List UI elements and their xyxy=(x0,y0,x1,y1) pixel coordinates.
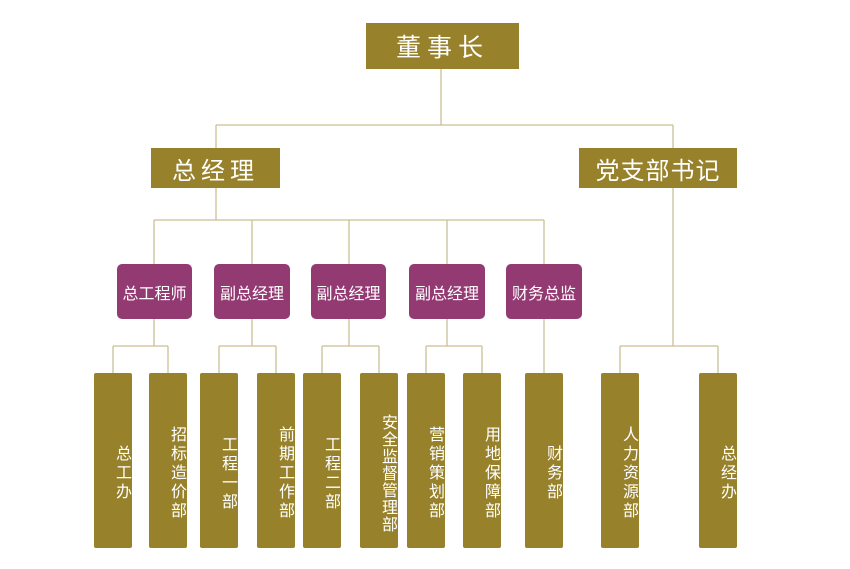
department-box: 人力资源部 xyxy=(601,373,639,548)
department-box: 营销策划部 xyxy=(407,373,445,548)
department-label: 总经办 xyxy=(718,445,737,502)
party-secretary-label: 党支部书记 xyxy=(595,156,721,185)
party-secretary-box: 党支部书记 xyxy=(579,148,737,188)
department-label: 人力资源部 xyxy=(620,426,639,521)
chief-engineer-box: 总工程师 xyxy=(117,264,192,319)
chief-engineer-label: 总工程师 xyxy=(122,283,187,303)
chairman-label: 董事长 xyxy=(395,33,489,62)
deputy-gm-label-1: 副总经理 xyxy=(219,283,284,303)
department-label: 用地保障部 xyxy=(482,426,501,521)
chairman-box: 董事长 xyxy=(366,23,519,69)
department-box: 前期工作部 xyxy=(257,373,295,548)
department-label: 工程二部 xyxy=(322,435,341,512)
department-box: 总经办 xyxy=(699,373,737,548)
finance-director-label: 财务总监 xyxy=(511,283,576,303)
department-box: 工程二部 xyxy=(303,373,341,548)
department-label: 总工办 xyxy=(113,445,132,502)
department-label: 安全监督管理部 xyxy=(379,414,398,533)
deputy-gm-box-2: 副总经理 xyxy=(311,264,386,319)
department-box: 用地保障部 xyxy=(463,373,501,548)
deputy-gm-box-3: 副总经理 xyxy=(409,264,485,319)
department-label: 前期工作部 xyxy=(276,426,295,521)
department-box: 财务部 xyxy=(525,373,563,548)
department-label: 财务部 xyxy=(544,445,563,502)
finance-director-box: 财务总监 xyxy=(506,264,582,319)
department-box: 工程一部 xyxy=(200,373,238,548)
department-label: 招标造价部 xyxy=(168,426,187,521)
deputy-gm-label-3: 副总经理 xyxy=(414,283,479,303)
department-box: 安全监督管理部 xyxy=(360,373,398,548)
general-manager-box: 总经理 xyxy=(151,148,280,188)
deputy-gm-label-2: 副总经理 xyxy=(316,283,381,303)
general-manager-label: 总经理 xyxy=(172,156,259,185)
department-label: 营销策划部 xyxy=(426,426,445,521)
department-box: 总工办 xyxy=(94,373,132,548)
deputy-gm-box-1: 副总经理 xyxy=(214,264,290,319)
department-label: 工程一部 xyxy=(219,435,238,512)
department-box: 招标造价部 xyxy=(149,373,187,548)
